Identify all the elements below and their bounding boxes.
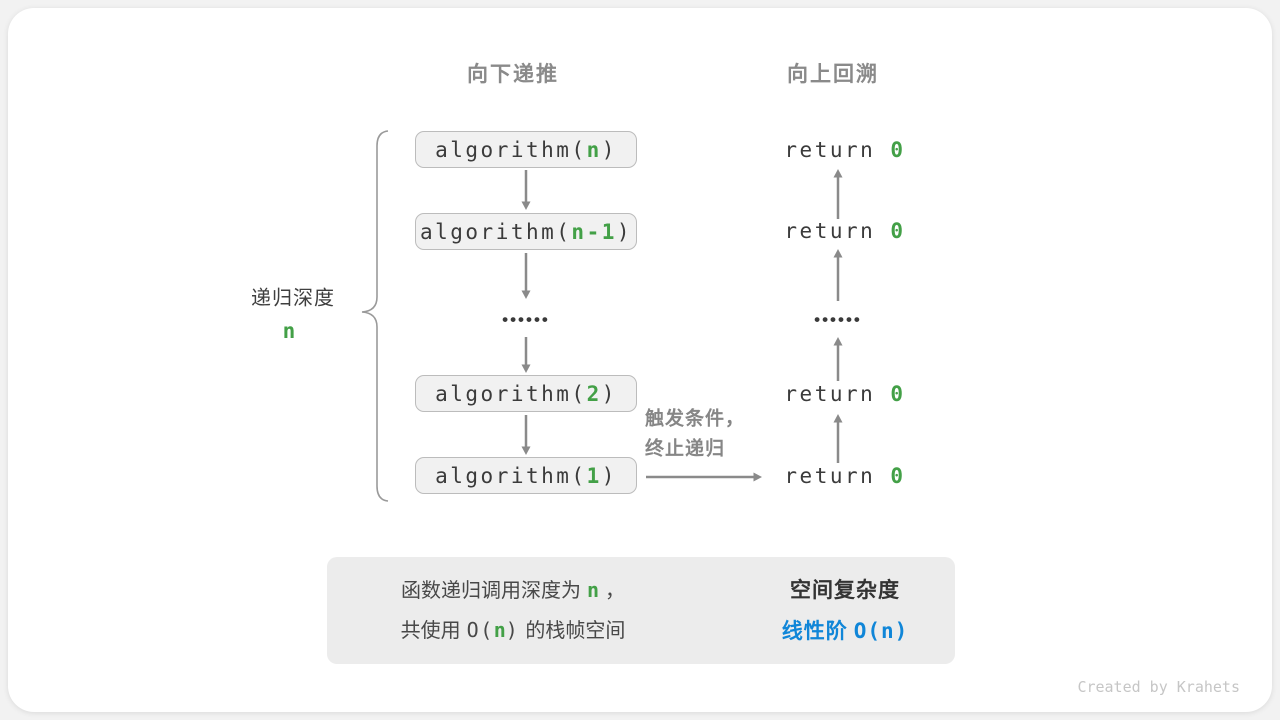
call-frame-1: algorithm(1) bbox=[415, 457, 637, 494]
call-frame-2: algorithm(2) bbox=[415, 375, 637, 412]
call-frame-n: algorithm(n) bbox=[415, 131, 637, 168]
return-statement-1: return 0 bbox=[784, 138, 906, 162]
call-frame-1-text: algorithm(1) bbox=[435, 463, 617, 488]
return-statement-4: return 0 bbox=[784, 464, 906, 488]
credit-text: Created by Krahets bbox=[1077, 678, 1240, 696]
heading-downward-recursion: 向下递推 bbox=[467, 63, 559, 86]
depth-label: 递归深度 bbox=[251, 287, 335, 310]
base-case-note-line1: 触发条件， bbox=[645, 408, 746, 430]
space-complexity-title: 空间复杂度 bbox=[790, 578, 900, 602]
summary-box bbox=[327, 557, 955, 664]
call-frame-2-text: algorithm(2) bbox=[435, 381, 617, 406]
depth-value: n bbox=[282, 319, 296, 343]
heading-upward-backtracking: 向上回溯 bbox=[787, 63, 879, 86]
base-case-note-line2: 终止递归 bbox=[645, 438, 726, 460]
right-ellipsis: •••••• bbox=[814, 310, 862, 329]
left-ellipsis: •••••• bbox=[502, 310, 550, 329]
return-statement-3: return 0 bbox=[784, 382, 906, 406]
call-frame-n-1-text: algorithm(n-1) bbox=[419, 219, 633, 244]
return-statement-2: return 0 bbox=[784, 219, 906, 243]
call-frame-n-1: algorithm(n-1) bbox=[415, 213, 637, 250]
call-frame-n-text: algorithm(n) bbox=[435, 137, 617, 162]
